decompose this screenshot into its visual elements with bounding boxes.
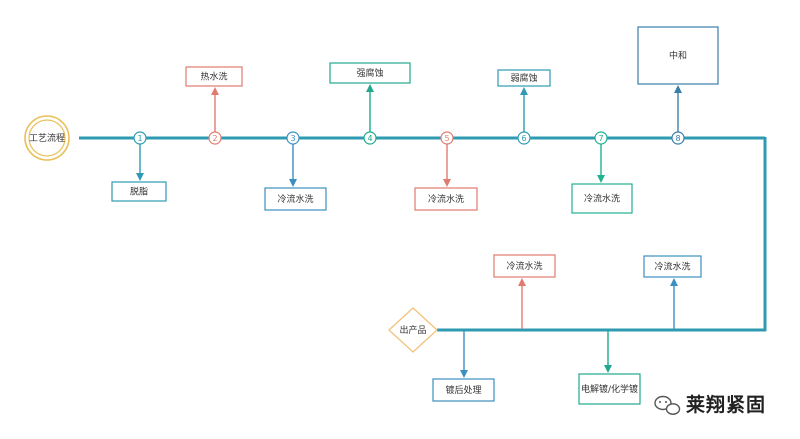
arrow-down-icon xyxy=(597,175,605,183)
start-label: 工艺流程 xyxy=(29,132,65,144)
step-3: 3 冷流水洗 xyxy=(264,131,327,211)
step-node: 4 xyxy=(363,131,377,145)
arrow-up-icon xyxy=(520,87,528,95)
step-2: 2 热水洗 xyxy=(185,66,243,145)
branch-box: 冷流水洗 xyxy=(493,254,556,278)
branch-box: 电解镀/化学镀 xyxy=(578,373,641,405)
arrow-down-icon xyxy=(289,179,297,187)
step-node: 5 xyxy=(440,131,454,145)
arrow-down-icon xyxy=(443,179,451,187)
step-label: 中和 xyxy=(669,50,687,62)
step-box: 中和 xyxy=(637,26,719,85)
step-number: 2 xyxy=(212,134,217,143)
step-5: 5 冷流水洗 xyxy=(414,131,478,211)
step-number: 6 xyxy=(521,134,526,143)
step-box: 强腐蚀 xyxy=(329,62,411,84)
step-label: 强腐蚀 xyxy=(356,67,383,79)
watermark-text: 莱翔紧固 xyxy=(686,393,766,416)
step-number: 4 xyxy=(367,134,372,143)
watermark: 莱翔紧固 xyxy=(654,393,766,416)
branch-box: 冷流水洗 xyxy=(643,255,702,278)
step-label: 冷流水洗 xyxy=(584,193,620,205)
step-box: 冷流水洗 xyxy=(571,183,633,214)
arrow-up-icon xyxy=(518,278,526,286)
branch-label: 电解镀/化学镀 xyxy=(581,383,638,395)
wechat-icon xyxy=(654,395,681,415)
branch-label: 冷流水洗 xyxy=(654,261,690,273)
arrow-down-icon xyxy=(460,370,468,378)
lower-branch: 冷流水洗 xyxy=(643,255,702,329)
step-6: 6 弱腐蚀 xyxy=(497,69,551,145)
step-box: 冷流水洗 xyxy=(414,187,478,211)
step-8: 8 中和 xyxy=(637,26,719,145)
step-number: 8 xyxy=(675,134,680,143)
step-label: 脱脂 xyxy=(130,186,148,198)
step-box: 冷流水洗 xyxy=(264,187,327,211)
step-node: 7 xyxy=(594,131,608,145)
main-process-line xyxy=(79,136,767,332)
step-label: 冷流水洗 xyxy=(277,193,313,205)
end-label: 出产品 xyxy=(399,324,426,336)
arrow-down-icon xyxy=(604,365,612,373)
step-node: 6 xyxy=(517,131,531,145)
step-node: 8 xyxy=(671,131,685,145)
step-number: 1 xyxy=(137,134,142,143)
step-7: 7 冷流水洗 xyxy=(571,131,633,214)
step-1: 1 脱脂 xyxy=(111,131,167,202)
step-number: 5 xyxy=(444,134,449,143)
step-number: 7 xyxy=(598,134,603,143)
arrow-up-icon xyxy=(670,278,678,286)
step-box: 脱脂 xyxy=(111,181,167,202)
step-number: 3 xyxy=(290,134,295,143)
lower-branch: 镀后处理 xyxy=(432,331,495,402)
branch-box: 镀后处理 xyxy=(432,378,495,402)
step-label: 冷流水洗 xyxy=(428,193,464,205)
arrow-up-icon xyxy=(674,85,682,93)
arrow-down-icon xyxy=(136,173,144,181)
lower-branch: 电解镀/化学镀 xyxy=(578,331,641,405)
step-4: 4 强腐蚀 xyxy=(329,62,411,145)
step-node: 2 xyxy=(208,131,222,145)
step-box: 弱腐蚀 xyxy=(497,69,551,87)
branch-label: 冷流水洗 xyxy=(506,260,542,272)
step-label: 弱腐蚀 xyxy=(510,72,537,84)
step-node: 1 xyxy=(133,131,147,145)
branch-label: 镀后处理 xyxy=(445,384,481,396)
start-node: 工艺流程 xyxy=(24,115,70,161)
step-label: 热水洗 xyxy=(200,71,227,83)
step-box: 热水洗 xyxy=(185,66,243,87)
lower-branch: 冷流水洗 xyxy=(493,254,556,329)
arrow-up-icon xyxy=(366,84,374,92)
arrow-up-icon xyxy=(211,87,219,95)
end-node: 出产品 xyxy=(388,307,438,353)
step-node: 3 xyxy=(286,131,300,145)
process-steps: 1 脱脂 2 热水洗 3 冷流水洗 4 强腐蚀 5 冷流水洗 6 弱腐蚀 7 冷流水洗 8 中和 xyxy=(111,26,719,214)
